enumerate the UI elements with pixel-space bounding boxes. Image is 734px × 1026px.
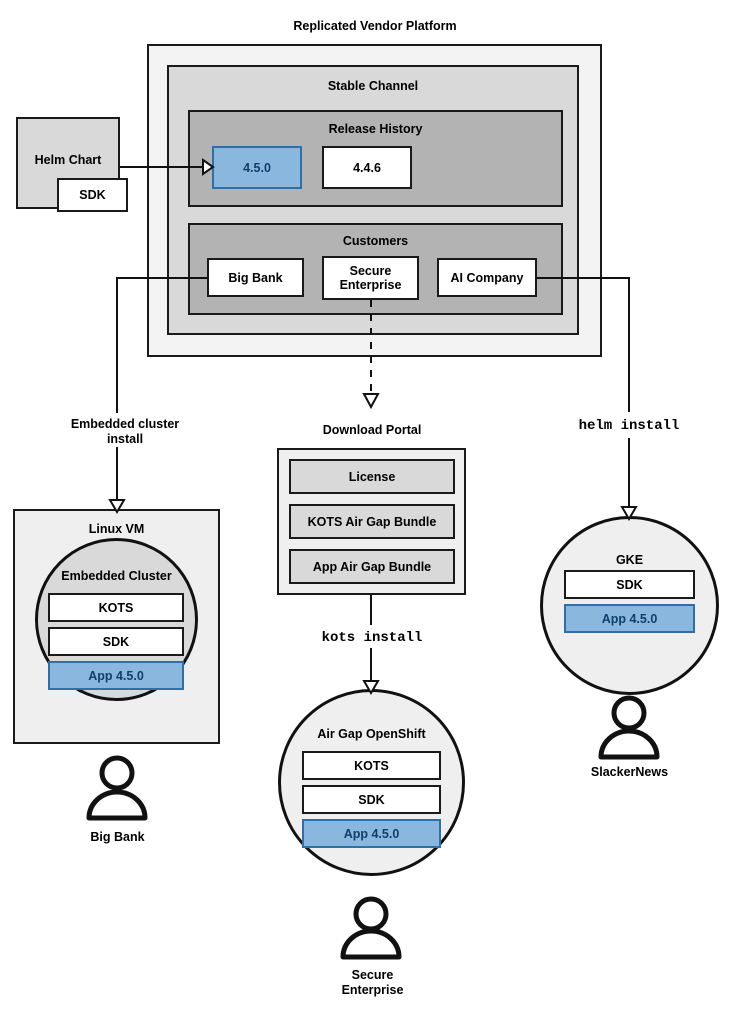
release-chip-4-4-6[interactable]: 4.4.6	[322, 146, 412, 189]
person-icon-big-bank	[86, 755, 148, 821]
air-gap-openshift-component-kots[interactable]: KOTS	[302, 751, 441, 780]
person-icon-secure-enterprise	[340, 896, 402, 960]
air-gap-openshift-component-app[interactable]: App 4.5.0	[302, 819, 441, 848]
person-icon-slackernews	[598, 695, 660, 760]
edge-big-bank-to-linux-vm	[108, 277, 207, 514]
download-artifact-app-air-gap-bundle[interactable]: App Air Gap Bundle	[289, 549, 455, 584]
linux-vm-component-kots[interactable]: KOTS	[48, 593, 184, 622]
actor-label-big-bank: Big Bank	[90, 830, 145, 844]
stable-channel-title: Stable Channel	[327, 79, 419, 93]
flow-label-kots-install: kots install	[321, 630, 423, 646]
actor-label-slackernews: SlackerNews	[590, 765, 669, 779]
edge-ai-company-to-gke	[537, 277, 638, 521]
gke-component-sdk[interactable]: SDK	[564, 570, 695, 599]
edge-download-portal-to-air-gap-openshift	[362, 595, 380, 695]
release-history-title: Release History	[328, 122, 423, 136]
download-portal-title: Download Portal	[322, 423, 422, 437]
air-gap-openshift-component-sdk[interactable]: SDK	[302, 785, 441, 814]
helm-chart-label: Helm Chart	[34, 153, 102, 167]
actor-label-secure-enterprise: Secure Enterprise	[341, 968, 404, 997]
customer-ai-company[interactable]: AI Company	[437, 258, 537, 297]
download-artifact-kots-air-gap-bundle[interactable]: KOTS Air Gap Bundle	[289, 504, 455, 539]
linux-vm-component-sdk[interactable]: SDK	[48, 627, 184, 656]
linux-vm-title: Linux VM	[88, 522, 145, 536]
release-chip-4-5-0[interactable]: 4.5.0	[212, 146, 302, 189]
flow-label-helm-install: helm install	[578, 418, 680, 434]
edge-helm-chart-to-release	[120, 158, 215, 176]
helm-chart-sdk-box[interactable]: SDK	[57, 178, 128, 212]
customers-title: Customers	[342, 234, 409, 248]
gke-title: GKE	[615, 553, 644, 567]
air-gap-openshift-title: Air Gap OpenShift	[317, 727, 426, 741]
download-artifact-license[interactable]: License	[289, 459, 455, 494]
diagram-title: Replicated Vendor Platform	[293, 19, 457, 33]
flow-label-embedded-cluster-install: Embedded cluster install	[70, 417, 180, 446]
gke-component-app[interactable]: App 4.5.0	[564, 604, 695, 633]
customer-secure-enterprise[interactable]: Secure Enterprise	[322, 256, 419, 300]
embedded-cluster-title: Embedded Cluster	[61, 569, 172, 583]
customer-big-bank[interactable]: Big Bank	[207, 258, 304, 297]
edge-secure-enterprise-to-download-portal	[362, 300, 380, 410]
linux-vm-component-app[interactable]: App 4.5.0	[48, 661, 184, 690]
